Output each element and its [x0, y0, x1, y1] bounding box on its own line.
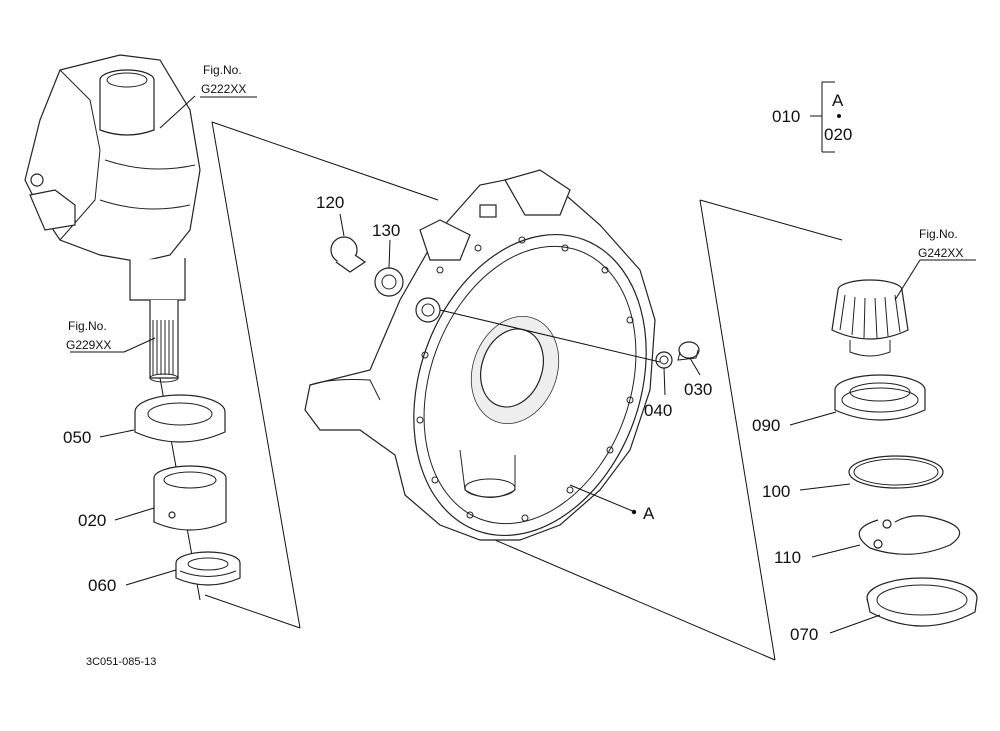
- fig-ref-label-3: Fig.No.: [919, 227, 958, 241]
- callout-120: 120: [316, 193, 344, 212]
- splined-shaft: [129, 258, 186, 383]
- callout-100: 100: [762, 482, 790, 501]
- callout-020-group: 020: [824, 125, 852, 144]
- callout-group-a: A: [832, 91, 844, 110]
- fig-ref-code-2: G229XX: [66, 338, 111, 352]
- explosion-frame-lines: [204, 121, 843, 661]
- part-070-seal-ring: [866, 577, 978, 627]
- callout-a-reference: A: [643, 504, 655, 523]
- part-030-plug: [677, 341, 700, 361]
- callout-030: 030: [684, 380, 712, 399]
- group-dot: [837, 114, 841, 118]
- part-050-oil-seal: [134, 394, 226, 443]
- part-130-washer: [374, 267, 404, 297]
- part-110-snap-ring: [858, 515, 961, 555]
- callout-090: 090: [752, 416, 780, 435]
- callout-060: 060: [88, 576, 116, 595]
- callout-020: 020: [78, 511, 106, 530]
- part-060-thrust-bearing: [175, 551, 241, 586]
- callout-130: 130: [372, 221, 400, 240]
- part-120-plug: [330, 236, 367, 273]
- fig-ref-code-1: G222XX: [201, 82, 246, 96]
- bevel-gear: [831, 279, 909, 357]
- main-housing: [304, 169, 656, 541]
- a-reference-dot: [631, 509, 637, 515]
- callout-110: 110: [774, 548, 801, 567]
- fig-ref-code-3: G242XX: [918, 246, 963, 260]
- leader-lines: [70, 81, 976, 634]
- callout-070: 070: [790, 625, 818, 644]
- callout-010: 010: [772, 107, 800, 126]
- part-020-bushing: [153, 465, 227, 531]
- part-040-washer: [655, 351, 673, 369]
- fig-ref-label-1: Fig.No.: [203, 63, 242, 77]
- upper-arm-housing: [24, 54, 201, 263]
- callout-040: 040: [644, 401, 672, 420]
- fig-ref-label-2: Fig.No.: [68, 319, 107, 333]
- bolt-axis-line: [439, 309, 661, 363]
- part-090-ball-bearing: [834, 374, 926, 421]
- part-100-o-ring: [848, 455, 944, 489]
- drawing-code: 3C051-085-13: [86, 656, 156, 668]
- callout-050: 050: [63, 428, 91, 447]
